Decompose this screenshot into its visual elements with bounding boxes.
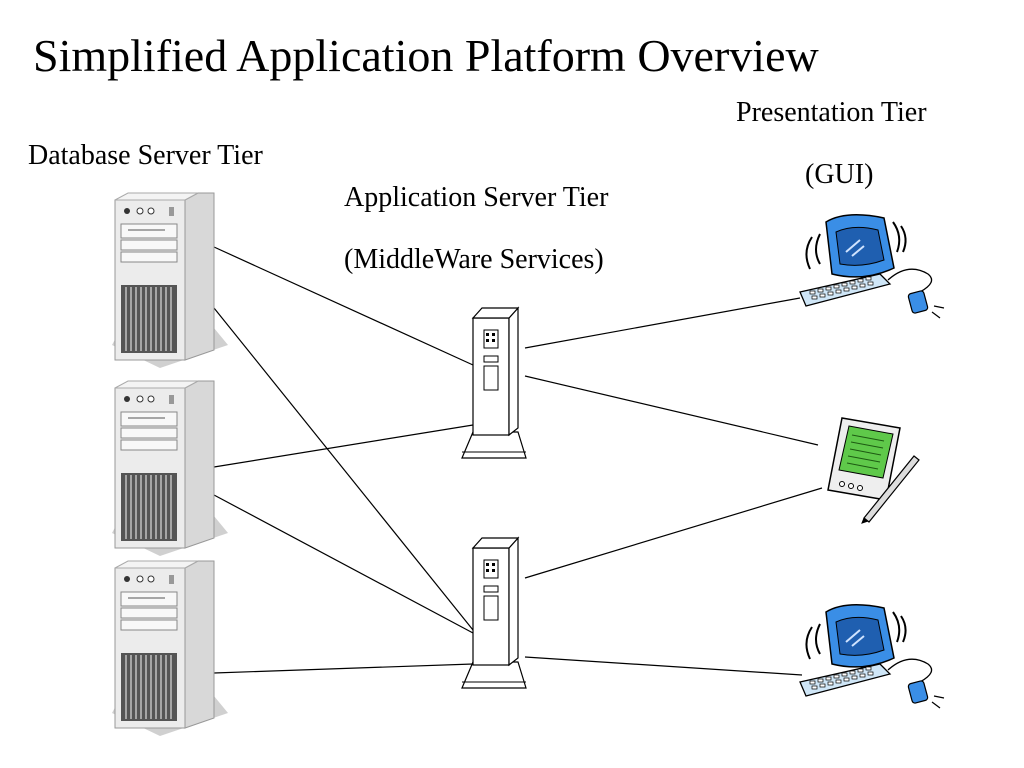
tower-server-icon	[111, 560, 229, 737]
application-tier-sublabel: (MiddleWare Services)	[344, 244, 604, 275]
link-db1-mw2	[213, 307, 474, 631]
presentation-tier-sublabel: (GUI)	[805, 159, 874, 190]
link-db3-mw2	[213, 663, 474, 674]
pda-handheld-icon	[827, 417, 920, 524]
tower-server-icon	[111, 380, 229, 557]
tower-server-icon	[111, 192, 229, 369]
middleware-server-icon	[461, 307, 527, 459]
connection-lines	[213, 246, 823, 676]
link-mw1-pc1	[524, 297, 801, 349]
link-mw1-pda	[524, 375, 819, 446]
middleware-server-icon	[461, 537, 527, 689]
desktop-computer-icon	[799, 603, 945, 709]
database-tier-label: Database Server Tier	[28, 140, 263, 171]
link-mw2-pda	[524, 487, 823, 579]
application-tier-label: Application Server Tier	[344, 182, 609, 213]
link-db1-mw1	[213, 246, 474, 366]
page-title: Simplified Application Platform Overview	[33, 30, 819, 81]
link-db2-mw2	[213, 494, 474, 634]
desktop-computer-icon	[799, 213, 945, 319]
presentation-tier-label: Presentation Tier	[736, 97, 927, 128]
link-mw2-pc2	[524, 656, 803, 676]
link-db2-mw1	[213, 424, 474, 468]
